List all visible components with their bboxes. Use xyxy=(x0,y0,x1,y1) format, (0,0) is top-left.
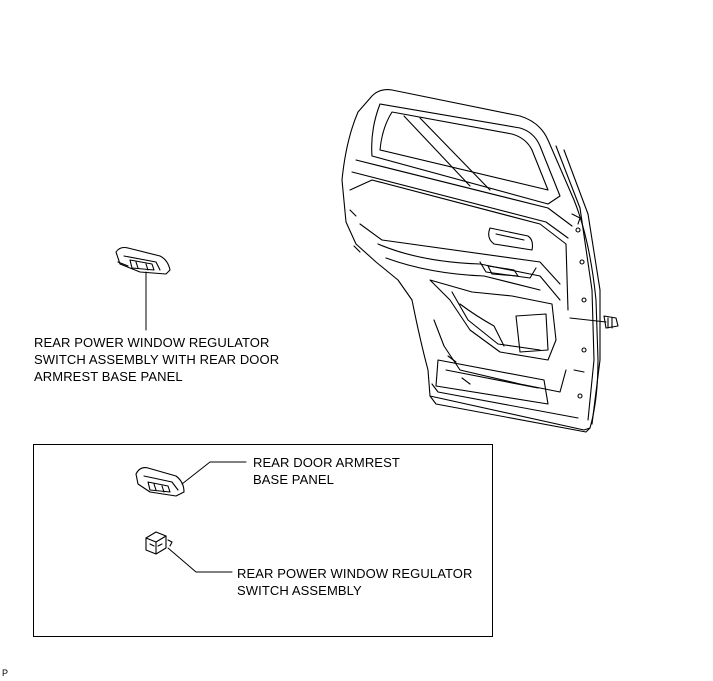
detail-box xyxy=(33,444,493,637)
callout-switch-assembly: REAR POWER WINDOW REGULATOR SWITCH ASSEM… xyxy=(237,565,473,599)
callout-line: SWITCH ASSEMBLY WITH REAR DOOR xyxy=(34,352,280,367)
callout-line: ARMREST BASE PANEL xyxy=(34,369,183,384)
armrest-base-panel-illustration xyxy=(135,467,185,497)
callout-assembly-with-panel: REAR POWER WINDOW REGULATOR SWITCH ASSEM… xyxy=(34,334,279,385)
callout-line: REAR DOOR ARMREST xyxy=(253,455,400,470)
callout-armrest-base-panel: REAR DOOR ARMREST BASE PANEL xyxy=(253,454,400,488)
callout-line: REAR POWER WINDOW REGULATOR xyxy=(237,566,473,581)
callout-line: BASE PANEL xyxy=(253,472,334,487)
rear-door-illustration xyxy=(341,89,619,433)
figure-code: P xyxy=(2,668,9,678)
leader-line-armrest-base-panel xyxy=(181,461,247,485)
callout-line: SWITCH ASSEMBLY xyxy=(237,583,362,598)
switch-assembly-illustration xyxy=(145,531,173,555)
callout-line: REAR POWER WINDOW REGULATOR xyxy=(34,335,270,350)
switch-with-armrest-panel-illustration xyxy=(115,246,171,275)
leader-line-switch-assembly xyxy=(167,547,233,573)
